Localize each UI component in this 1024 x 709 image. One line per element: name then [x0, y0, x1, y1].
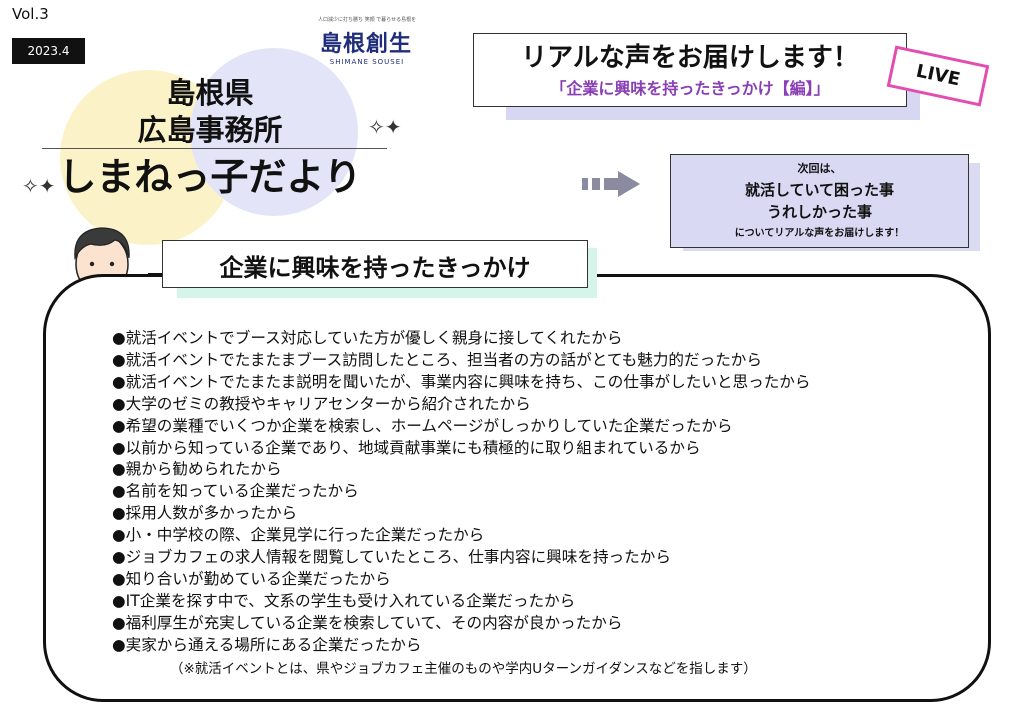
sparkle-icon: ✧✦	[368, 115, 402, 139]
next-issue-tail: についてリアルな声をお届けします！	[734, 228, 905, 239]
list-item: 実家から通える場所にある企業だったから	[112, 635, 992, 657]
list-item: 採用人数が多かったから	[112, 503, 992, 525]
list-item: 福利厚生が充実している企業を検索していて、その内容が良かったから	[112, 613, 992, 635]
title-newsletter: しまねっ子だより	[58, 155, 362, 199]
list-item: 大学のゼミの教授やキャリアセンターから紹介されたから	[112, 394, 992, 416]
next-issue-box: 次回は、 就活していて困った事 うれしかった事 についてリアルな声をお届けします…	[670, 154, 969, 248]
footnote: （※就活イベントとは、県やジョブカフェ主催のものや学内Uターンガイダンスなどを指…	[170, 661, 757, 677]
purple-circle-decoration	[190, 48, 358, 216]
list-item: 知り合いが勤めている企業だったから	[112, 569, 992, 591]
header-title: リアルな声をお届けします！	[521, 43, 859, 73]
list-item: 就活イベントでたまたまブース訪問したところ、担当者の方の話がとても魅力的だったか…	[112, 350, 992, 372]
section-heading-box: 企業に興味を持ったきっかけ	[162, 240, 588, 288]
next-issue-topic1: 就活していて困った事	[744, 181, 895, 199]
title-prefecture: 島根県	[166, 76, 254, 110]
list-item: 以前から知っている企業であり、地域貢献事業にも積極的に取り組まれているから	[112, 438, 992, 460]
logo-tagline: 人口減少に打ち勝ち 笑顔 で暮らせる島根をつくる	[318, 17, 416, 23]
list-item: 希望の業種でいくつか企業を検索し、ホームページがしっかりしていた企業だったから	[112, 416, 992, 438]
logo-name: 島根創生	[320, 32, 413, 57]
sparkle-icon: ✧✦	[22, 174, 56, 198]
title-office: 広島事務所	[137, 113, 283, 147]
list-item: 小・中学校の際、企業見学に行った企業だったから	[112, 525, 992, 547]
volume-label: Vol.3	[12, 5, 49, 23]
list-item: 就活イベントでブース対応していた方が優しく親身に接してくれたから	[112, 328, 992, 350]
list-item: 就活イベントでたまたま説明を聞いたが、事業内容に興味を持ち、この仕事がしたいと思…	[112, 372, 992, 394]
header-subtitle: 「企業に興味を持ったきっかけ【編】」	[550, 79, 830, 98]
section-heading: 企業に興味を持ったきっかけ	[219, 254, 531, 282]
list-item: 名前を知っている企業だったから	[112, 481, 992, 503]
reasons-list: 就活イベントでブース対応していた方が優しく親身に接してくれたから 就活イベントで…	[112, 328, 992, 657]
next-issue-lead: 次回は、	[797, 162, 842, 175]
title-divider	[42, 148, 387, 149]
list-item: ジョブカフェの求人情報を閲覧していたところ、仕事内容に興味を持ったから	[112, 547, 992, 569]
next-issue-topic2: うれしかった事	[766, 203, 872, 221]
arrow-right-icon	[582, 171, 640, 197]
shimane-sousei-logo: 人口減少に打ち勝ち 笑顔 で暮らせる島根をつくる 島根創生 SHIMANE SO…	[318, 14, 416, 72]
date-badge: 2023.4	[12, 38, 85, 64]
header-box: リアルな声をお届けします！ 「企業に興味を持ったきっかけ【編】」	[473, 33, 907, 107]
list-item: IT企業を探す中で、文系の学生も受け入れている企業だったから	[112, 591, 992, 613]
section-heading-dash	[148, 273, 162, 275]
list-item: 親から勧められたから	[112, 459, 992, 481]
logo-romaji: SHIMANE SOUSEI	[329, 58, 405, 66]
